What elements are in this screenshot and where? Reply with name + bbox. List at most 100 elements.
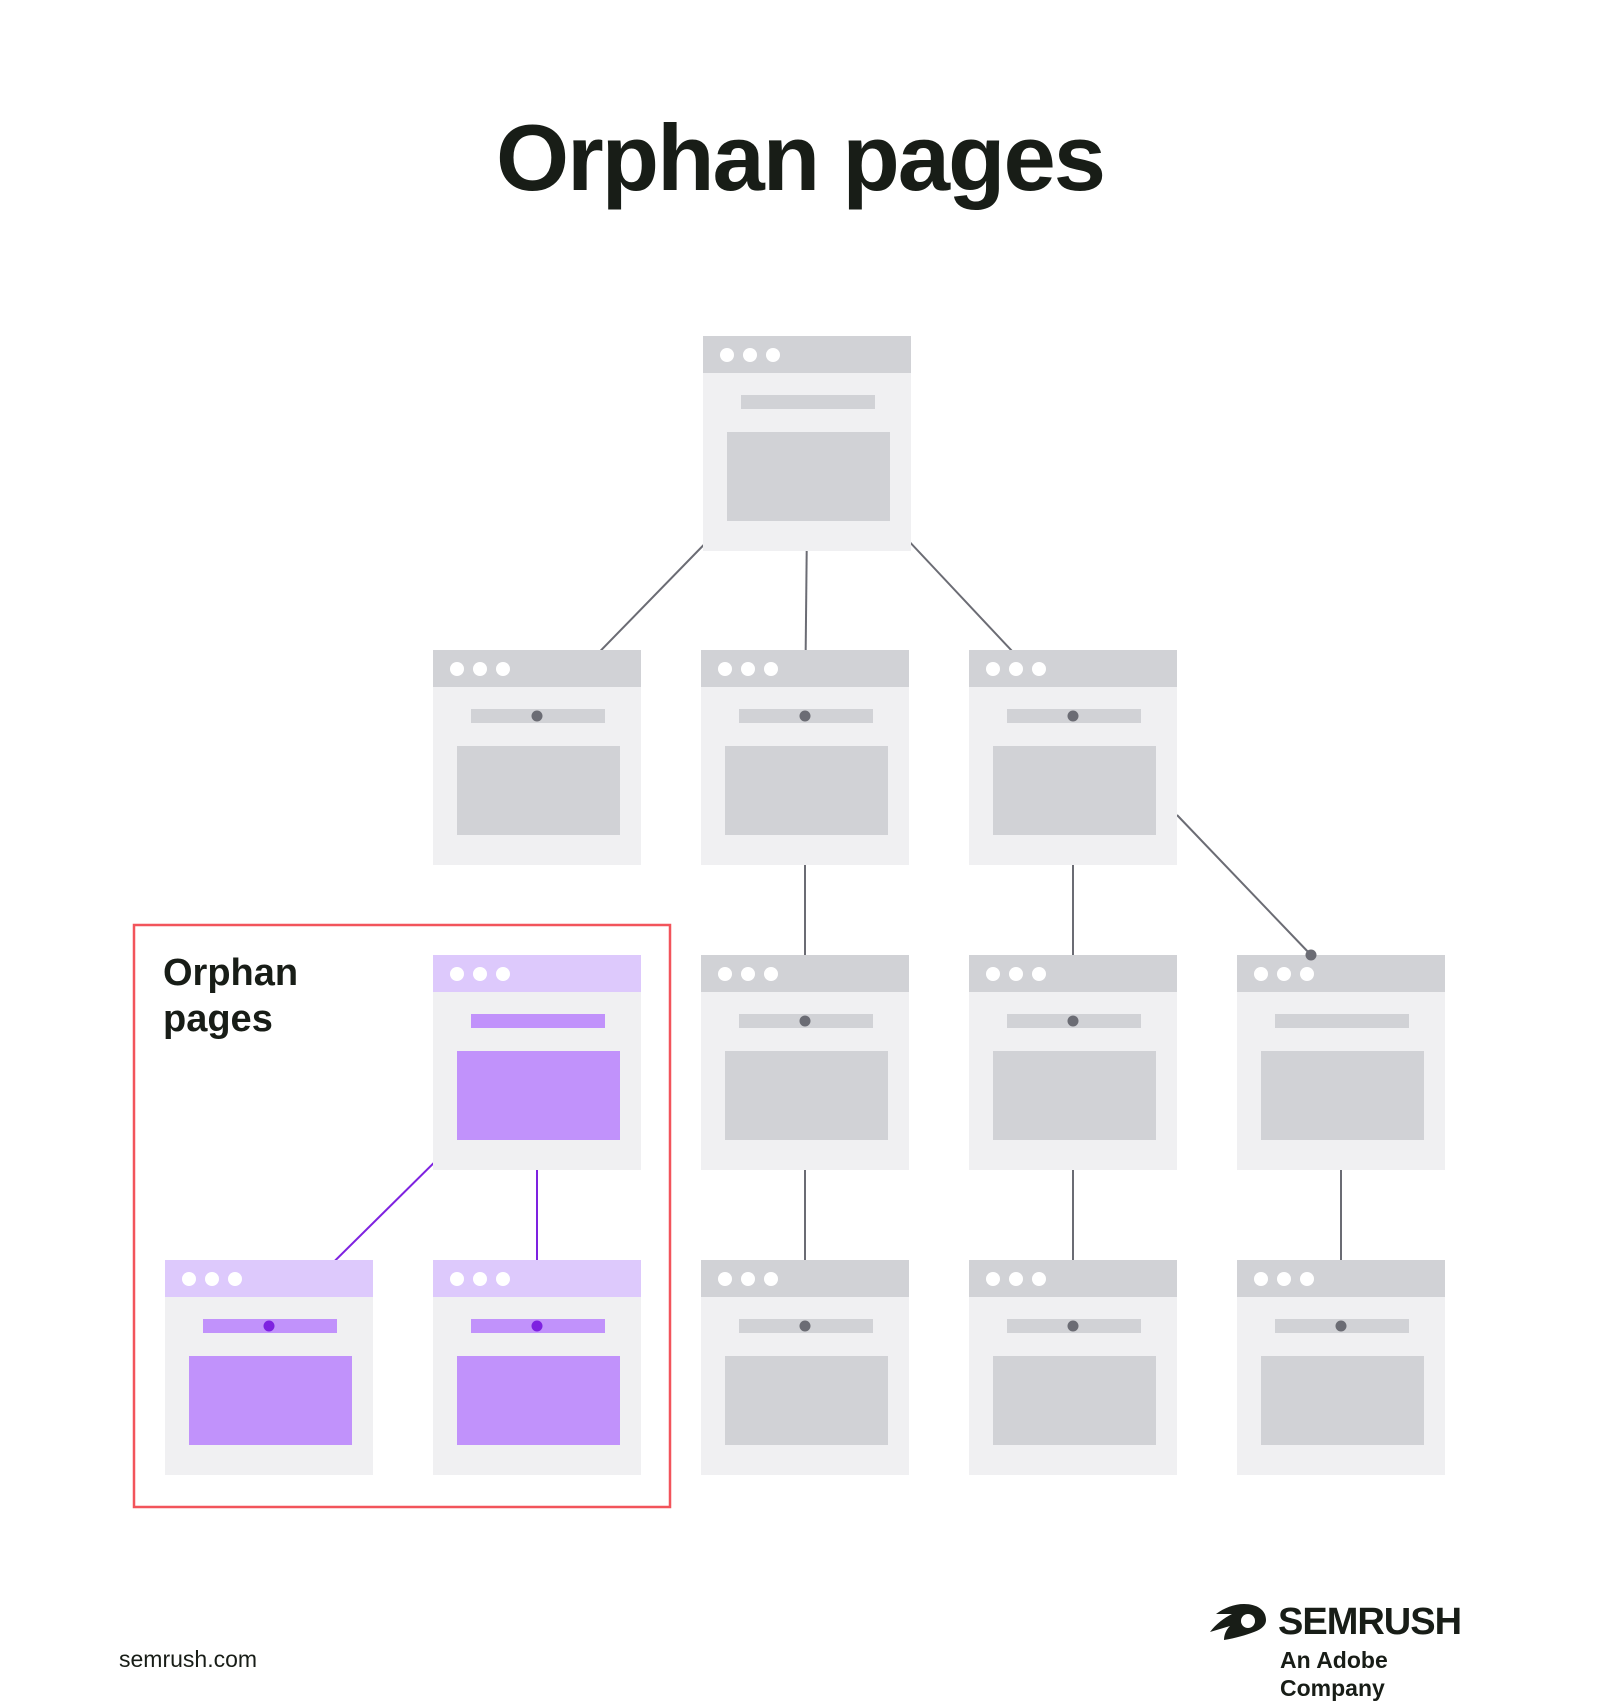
brand-name: SEMRUSH xyxy=(1278,1601,1462,1643)
link-endpoint xyxy=(799,1320,811,1332)
page-content-block xyxy=(457,1356,620,1445)
page-content-block xyxy=(993,746,1156,835)
window-dot xyxy=(496,1272,510,1286)
window-dot xyxy=(1277,967,1291,981)
window-dot xyxy=(1254,1272,1268,1286)
orphan-group-border xyxy=(132,923,672,1509)
window-dot xyxy=(1254,967,1268,981)
window-dot xyxy=(450,662,464,676)
page-node xyxy=(701,955,909,1170)
page-titlebar xyxy=(433,1260,641,1297)
link-line xyxy=(1176,814,1312,956)
page-heading-bar xyxy=(741,395,875,409)
page-titlebar xyxy=(701,650,909,687)
window-dot xyxy=(473,967,487,981)
link-endpoint xyxy=(1067,1320,1079,1332)
window-dot xyxy=(205,1272,219,1286)
page-node xyxy=(1237,955,1445,1170)
window-dot xyxy=(450,967,464,981)
page-node xyxy=(433,650,641,865)
semrush-comet-icon xyxy=(1210,1604,1266,1640)
orphan-group-label: Orphan pages xyxy=(163,952,299,1040)
page-titlebar xyxy=(165,1260,373,1297)
link-endpoint xyxy=(1067,1015,1079,1027)
page-titlebar xyxy=(969,1260,1177,1297)
link-endpoint xyxy=(799,1015,811,1027)
page-heading-bar xyxy=(1275,1014,1409,1028)
page-node xyxy=(703,336,911,551)
page-node-orphan xyxy=(165,1260,373,1475)
page-content-block xyxy=(457,746,620,835)
window-dot xyxy=(228,1272,242,1286)
window-dot xyxy=(1009,1272,1023,1286)
brand-logo: SEMRUSH An Adobe Company xyxy=(1210,1600,1492,1701)
page-content-block xyxy=(725,1051,888,1140)
window-dot xyxy=(741,967,755,981)
brand-tagline: An Adobe Company xyxy=(1280,1647,1388,1701)
window-dot xyxy=(986,662,1000,676)
window-dot xyxy=(718,1272,732,1286)
link-endpoints-layer xyxy=(263,710,1347,1332)
page-content-block xyxy=(189,1356,352,1445)
window-dot xyxy=(450,1272,464,1286)
page-node-orphan xyxy=(433,1260,641,1475)
window-dot xyxy=(766,348,780,362)
page-titlebar xyxy=(1237,955,1445,992)
orphan-link-endpoint xyxy=(263,1320,275,1332)
window-dot xyxy=(496,662,510,676)
page-titlebar xyxy=(969,955,1177,992)
page-titlebar xyxy=(703,336,911,373)
page-content-block xyxy=(727,432,890,521)
window-dot xyxy=(1300,967,1314,981)
window-dot xyxy=(1032,1272,1046,1286)
page-titlebar xyxy=(433,650,641,687)
page-node xyxy=(701,1260,909,1475)
page-node xyxy=(969,1260,1177,1475)
orphan-link-endpoint xyxy=(531,1320,543,1332)
link-endpoint xyxy=(1067,710,1079,722)
window-dot xyxy=(743,348,757,362)
page-content-block xyxy=(725,746,888,835)
window-dot xyxy=(986,1272,1000,1286)
page-titlebar xyxy=(1237,1260,1445,1297)
link-endpoint xyxy=(531,710,543,722)
window-dot xyxy=(764,967,778,981)
link-endpoint xyxy=(1335,1320,1347,1332)
page-node xyxy=(969,650,1177,865)
window-dot xyxy=(1032,967,1046,981)
window-dot xyxy=(764,1272,778,1286)
page-heading-bar xyxy=(471,1014,605,1028)
window-dot xyxy=(741,662,755,676)
page-titlebar xyxy=(701,1260,909,1297)
window-dot xyxy=(718,967,732,981)
window-dot xyxy=(1277,1272,1291,1286)
window-dot xyxy=(1300,1272,1314,1286)
window-dot xyxy=(473,662,487,676)
page-content-block xyxy=(993,1051,1156,1140)
page-content-block xyxy=(457,1051,620,1140)
links-layer xyxy=(268,520,1342,1327)
page-content-block xyxy=(1261,1051,1424,1140)
page-content-block xyxy=(725,1356,888,1445)
window-dot xyxy=(764,662,778,676)
window-dot xyxy=(718,662,732,676)
window-dot xyxy=(741,1272,755,1286)
pages-layer xyxy=(165,336,1445,1475)
page-title: Orphan pages xyxy=(495,105,1106,210)
page-content-block xyxy=(993,1356,1156,1445)
window-dot xyxy=(720,348,734,362)
page-titlebar xyxy=(433,955,641,992)
page-titlebar xyxy=(969,650,1177,687)
page-node xyxy=(1237,1260,1445,1475)
page-node xyxy=(701,650,909,865)
link-endpoint xyxy=(799,710,811,722)
window-dot xyxy=(182,1272,196,1286)
page-content-block xyxy=(1261,1356,1424,1445)
page-node xyxy=(969,955,1177,1170)
window-dot xyxy=(1032,662,1046,676)
page-node-orphan xyxy=(433,955,641,1170)
page-titlebar xyxy=(701,955,909,992)
link-endpoint xyxy=(1305,949,1317,961)
footer-url: semrush.com xyxy=(119,1646,258,1672)
